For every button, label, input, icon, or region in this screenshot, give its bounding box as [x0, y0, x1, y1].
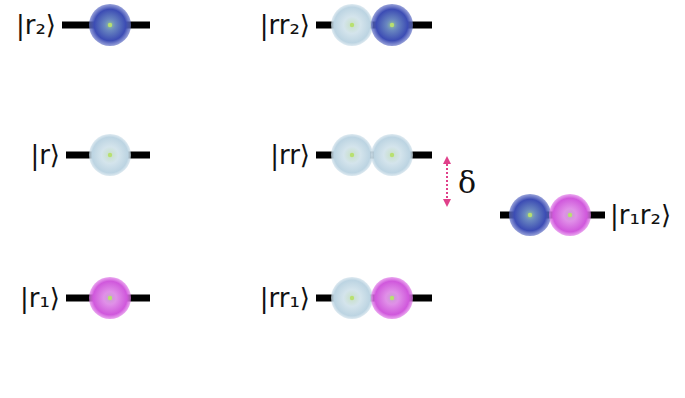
state-label: |rr⟩	[270, 141, 310, 170]
atom-cores	[108, 23, 572, 300]
state-label: |rr₂⟩	[260, 11, 310, 40]
state-label: |r₁r₂⟩	[610, 201, 671, 230]
state-label: |rr₁⟩	[260, 284, 310, 313]
state-label: |r⟩	[30, 141, 60, 170]
detuning-arrow	[446, 160, 448, 203]
atom-circles	[89, 4, 591, 319]
state-label: |r₂⟩	[16, 11, 56, 40]
detuning-label: δ	[458, 166, 476, 199]
state-label: |r₁⟩	[20, 284, 60, 313]
level-lines	[62, 25, 605, 298]
